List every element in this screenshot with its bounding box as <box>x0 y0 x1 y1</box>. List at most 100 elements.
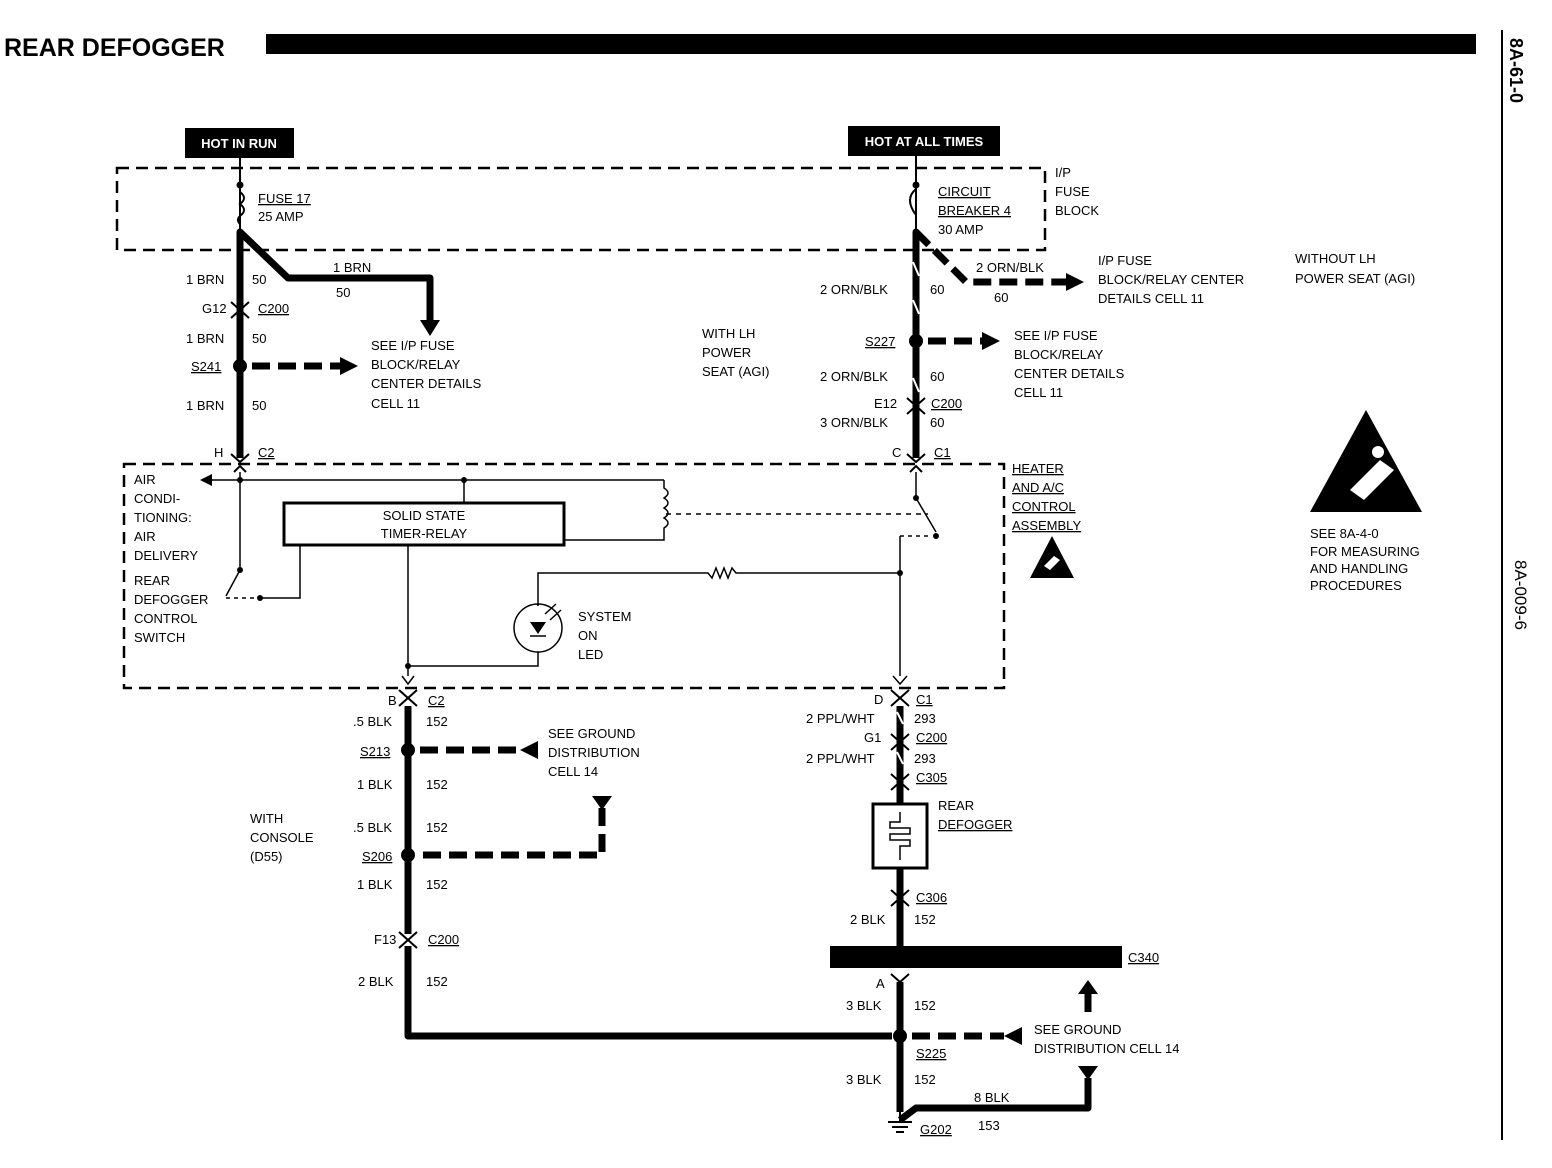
connector-label: C2 <box>428 693 445 708</box>
circuit-label: 50 <box>252 272 266 287</box>
svg-text:SEE 8A-4-0: SEE 8A-4-0 <box>1310 526 1379 541</box>
circuit-label: 152 <box>426 877 448 892</box>
svg-text:CONTROL: CONTROL <box>134 611 198 626</box>
led-light-ray <box>544 603 557 615</box>
s227-reference-note: SEE I/P FUSE BLOCK/RELAY CENTER DETAILS … <box>1014 328 1125 400</box>
wire-label: 1 BRN <box>333 260 371 275</box>
c340-connector <box>830 946 1122 968</box>
svg-text:DELIVERY: DELIVERY <box>134 548 198 563</box>
led-ground-wire <box>410 652 539 667</box>
fuse-17-terminal-top <box>236 181 244 189</box>
control-assembly-label: HEATER AND A/C CONTROL ASSEMBLY <box>1012 461 1081 533</box>
relay-blade <box>915 497 937 533</box>
s227-arrow <box>982 332 1000 350</box>
svg-text:30 AMP: 30 AMP <box>938 222 984 237</box>
led-resistor-wire <box>537 565 900 606</box>
svg-text:FOR MEASURING: FOR MEASURING <box>1310 544 1420 559</box>
connector-label: C306 <box>916 890 947 905</box>
svg-text:DISTRIBUTION CELL 14: DISTRIBUTION CELL 14 <box>1034 1041 1179 1056</box>
splice-label: S241 <box>191 359 221 374</box>
circuit-label: 152 <box>914 998 936 1013</box>
fuse-17-label: FUSE 17 25 AMP <box>258 191 311 224</box>
switch-to-timer-wire <box>260 545 301 599</box>
circuit-label: 152 <box>914 1072 936 1087</box>
wire-label: 8 BLK <box>974 1090 1010 1105</box>
s206-dashed-wire <box>420 808 606 859</box>
g202-branch-arrow <box>1078 1066 1098 1080</box>
svg-text:LED: LED <box>578 647 603 662</box>
svg-text:CELL 11: CELL 11 <box>371 396 420 411</box>
wire-stripe <box>912 299 920 315</box>
svg-text:FUSE: FUSE <box>1055 184 1090 199</box>
control-assembly-outline <box>122 462 1006 690</box>
wire-stripe <box>896 711 904 725</box>
page-reference: 8A-61-0 <box>1506 38 1526 103</box>
connector-label: C1 <box>934 445 951 460</box>
rear-defogger-switch-label: REAR DEFOGGER CONTROL SWITCH <box>134 573 208 645</box>
c200-connector-bottom <box>230 308 250 319</box>
splice-label: S213 <box>360 744 390 759</box>
cavity-label: D <box>874 692 883 707</box>
svg-text:CENTER DETAILS: CENTER DETAILS <box>371 376 482 391</box>
connector-label: C1 <box>916 692 933 707</box>
wire-label: 3 BLK <box>846 998 882 1013</box>
c200-connector-bottom <box>398 938 418 949</box>
brn-50-branch-wire <box>237 229 434 322</box>
svg-text:ON: ON <box>578 628 598 643</box>
svg-text:CELL 11: CELL 11 <box>1014 385 1063 400</box>
ip-fuse-relay-note: I/P FUSE BLOCK/RELAY CENTER DETAILS CELL… <box>1098 253 1244 306</box>
internal-junction <box>405 663 411 669</box>
wire-label: .5 BLK <box>353 714 392 729</box>
svg-text:BLOCK/RELAY: BLOCK/RELAY <box>371 357 461 372</box>
s241-arrow <box>340 357 358 375</box>
wire-label: 3 ORN/BLK <box>820 415 888 430</box>
svg-text:WITH LH: WITH LH <box>702 326 755 341</box>
s225-arrow <box>1004 1027 1022 1045</box>
svg-text:BLOCK/RELAY CENTER: BLOCK/RELAY CENTER <box>1098 272 1244 287</box>
s225-splice <box>893 1029 907 1043</box>
wire-stripe <box>896 751 904 765</box>
cavity-label: B <box>388 693 397 708</box>
fuse-17-symbol <box>237 191 245 225</box>
cavity-label: E12 <box>874 396 897 411</box>
connector-label: C340 <box>1128 950 1159 965</box>
cavity-label: A <box>876 976 885 991</box>
solid-state-timer-relay <box>282 501 566 547</box>
connector-label: C200 <box>428 932 459 947</box>
c1-connector-bottom <box>890 696 910 707</box>
c340-cavity-pin <box>890 973 910 984</box>
breaker-4-symbol <box>909 188 917 216</box>
fuse-block-outline <box>115 166 1047 252</box>
svg-text:SYSTEM: SYSTEM <box>578 609 631 624</box>
svg-text:DETAILS CELL 11: DETAILS CELL 11 <box>1098 291 1204 306</box>
connector-label: C305 <box>916 770 947 785</box>
figure-reference: 8A-009-6 <box>1511 560 1530 630</box>
splice-label: S227 <box>865 334 895 349</box>
s213-arrow <box>520 741 538 759</box>
wire-label: 1 BRN <box>186 398 224 413</box>
s213-reference-note: SEE GROUND DISTRIBUTION CELL 14 <box>548 726 640 779</box>
s227-splice <box>909 334 923 348</box>
wire-label: 1 BRN <box>186 272 224 287</box>
wire-label: 3 BLK <box>846 1072 882 1087</box>
system-on-led-label: SYSTEM ON LED <box>578 609 631 662</box>
svg-text:WITHOUT LH: WITHOUT LH <box>1295 251 1376 266</box>
circuit-label: 293 <box>914 751 936 766</box>
circuit-label: 152 <box>426 974 448 989</box>
svg-text:I/P: I/P <box>1055 165 1071 180</box>
air-delivery-arrow <box>200 474 212 486</box>
with-console-note: WITH CONSOLE (D55) <box>250 811 314 864</box>
svg-text:SEE I/P FUSE: SEE I/P FUSE <box>371 338 455 353</box>
defogger-element-symbol <box>889 812 911 860</box>
svg-text:FUSE 17: FUSE 17 <box>258 191 311 206</box>
circuit-label: 293 <box>914 711 936 726</box>
breaker-4-label: CIRCUIT BREAKER 4 30 AMP <box>938 184 1011 237</box>
wire-label: 2 PPL/WHT <box>806 751 875 766</box>
c2-connector-bottom <box>233 464 247 473</box>
svg-text:SEE I/P FUSE: SEE I/P FUSE <box>1014 328 1098 343</box>
page-title: REAR DEFOGGER <box>4 34 225 62</box>
ground-distribution-arrow <box>592 796 612 810</box>
breaker-4-terminal-top <box>912 181 920 189</box>
svg-text:CENTER DETAILS: CENTER DETAILS <box>1014 366 1125 381</box>
